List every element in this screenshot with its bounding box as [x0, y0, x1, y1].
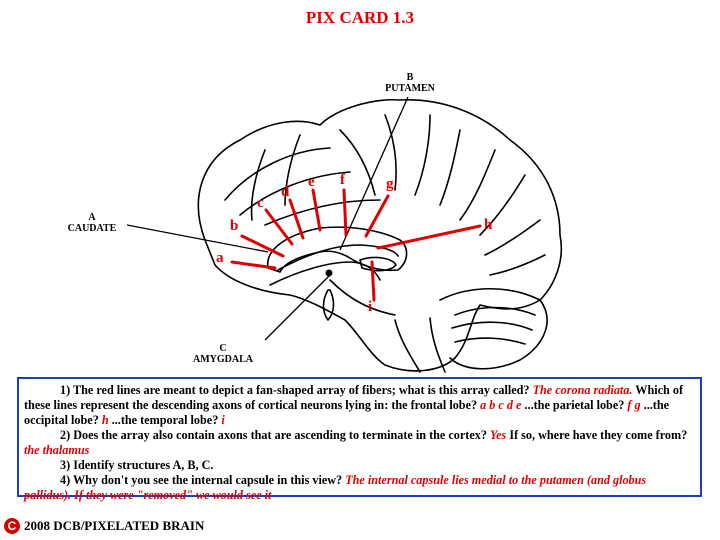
pointer-b-putamen	[339, 96, 409, 251]
amygdala-dot	[325, 269, 333, 277]
answer-4: The internal capsule lies medial to the …	[24, 473, 647, 502]
fiber-f	[342, 188, 348, 237]
label-c-name: AMYGDALA	[193, 354, 253, 365]
question-1d-text: ...the occipital lobe?	[24, 398, 670, 427]
footer-text: 2008 DCB/PIXELATED BRAIN	[24, 518, 205, 533]
label-a-name: CAUDATE	[67, 223, 117, 234]
answer-1c: f g	[627, 398, 641, 412]
label-b-letter: B	[406, 72, 414, 83]
answer-2: Yes	[490, 428, 507, 442]
answer-1e: i	[221, 413, 225, 427]
fiber-b	[240, 234, 285, 258]
question-4-text: 4) Why don't you see the internal capsul…	[60, 473, 343, 487]
page-title: PIX CARD 1.3	[305, 8, 415, 27]
question-2b-text: If so, where have they come from?	[509, 428, 688, 442]
question-3-text: 3) Identify structures A, B, C.	[60, 458, 214, 472]
fiber-c	[264, 208, 294, 246]
label-b-name: PUTAMEN	[385, 83, 435, 94]
fiber-a	[230, 260, 277, 270]
footer-copyright: C 2008 DCB/PIXELATED BRAIN	[4, 518, 204, 534]
fiber-label-b: b	[230, 218, 239, 234]
brain-diagram	[126, 96, 563, 373]
answer-1d: h	[101, 413, 109, 427]
fiber-h	[376, 224, 482, 250]
fiber-g	[364, 194, 390, 238]
answer-2b: the thalamus	[24, 443, 90, 457]
question-2: 2) Does the array also contain axons tha…	[24, 428, 695, 458]
question-1e-text: ...the temporal lobe?	[111, 413, 219, 427]
label-c: C AMYGDALA	[188, 343, 258, 365]
pointer-c-amygdala	[264, 274, 331, 341]
question-1: 1) The red lines are meant to depict a f…	[24, 383, 695, 428]
fiber-label-a: a	[216, 250, 224, 266]
brainstem-outline	[394, 317, 446, 373]
fiber-label-i: i	[368, 299, 373, 315]
question-1-text: 1) The red lines are meant to depict a f…	[60, 383, 530, 397]
fiber-label-f: f	[340, 172, 345, 188]
fiber-label-d: d	[281, 184, 290, 200]
fiber-label-g: g	[386, 176, 394, 192]
question-2-text: 2) Does the array also contain axons tha…	[60, 428, 487, 442]
answer-1: The corona radiata.	[532, 383, 633, 397]
fiber-d	[288, 198, 305, 240]
pointer-a-caudate	[126, 224, 269, 253]
label-a: A CAUDATE	[58, 212, 126, 234]
question-3: 3) Identify structures A, B, C.	[24, 458, 695, 473]
label-c-letter: C	[219, 343, 227, 354]
question-1c-text: ...the parietal lobe?	[524, 398, 625, 412]
fiber-label-c: c	[257, 195, 264, 211]
fiber-label-h: h	[484, 217, 493, 233]
fiber-i	[370, 260, 376, 302]
question-1b-text: Which of these lines represent the desce…	[24, 383, 684, 412]
fiber-label-e: e	[308, 174, 315, 190]
question-4: 4) Why don't you see the internal capsul…	[24, 473, 695, 503]
brain-outline	[197, 99, 563, 372]
cerebellum-outline	[439, 288, 548, 370]
question-answer-box: 1) The red lines are meant to depict a f…	[17, 377, 702, 502]
label-a-letter: A	[88, 212, 96, 223]
answer-1b: a b c d e	[480, 398, 522, 412]
copyright-icon: C	[4, 518, 20, 534]
label-b: B PUTAMEN	[380, 72, 440, 94]
fiber-e	[311, 188, 322, 232]
